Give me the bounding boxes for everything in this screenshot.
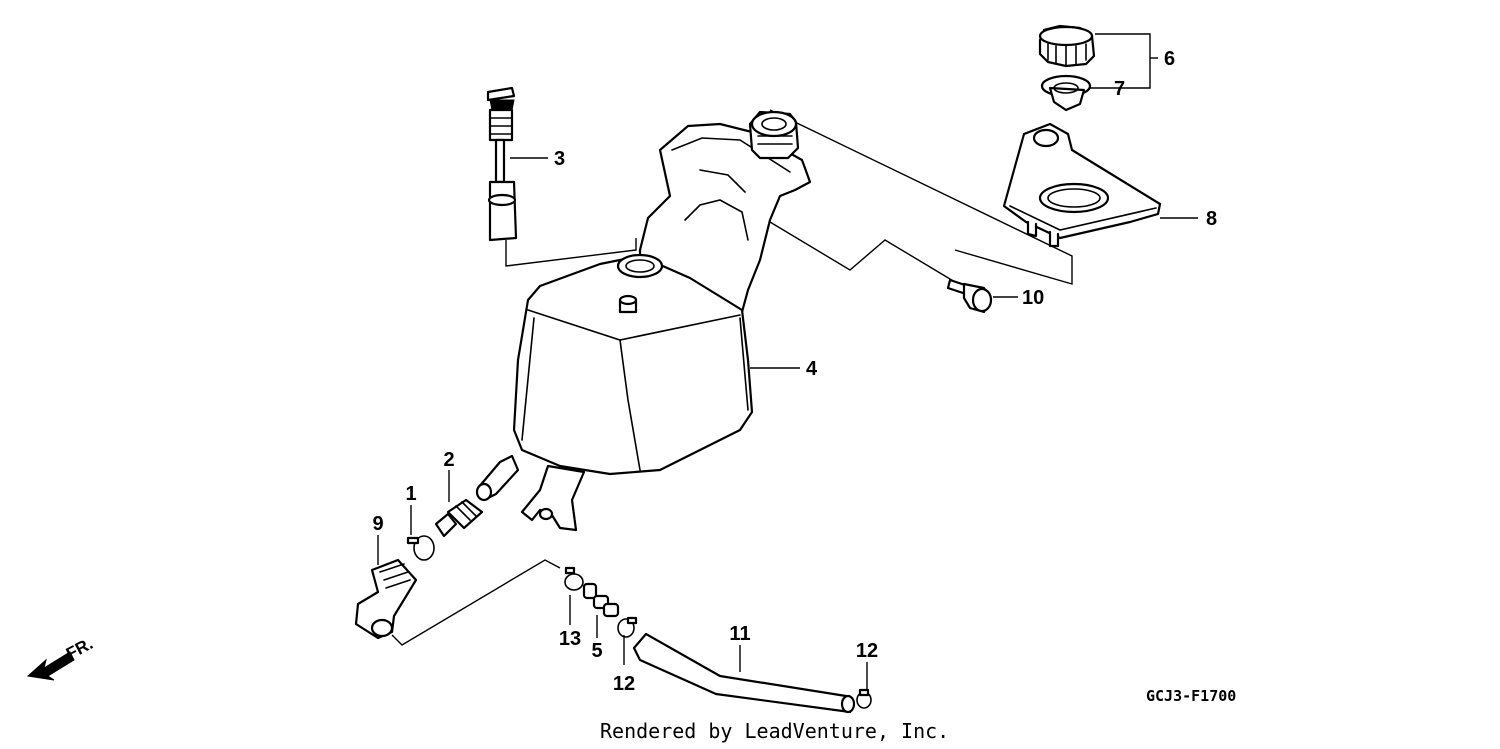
tank-cover[interactable] [1002,122,1162,248]
callout-9[interactable]: 9 [372,513,383,535]
elbow-hose[interactable] [354,558,418,640]
fuel-cap[interactable] [1038,24,1096,68]
callout-7[interactable]: 7 [1114,78,1125,100]
render-credit: Rendered by LeadVenture, Inc. [600,719,949,743]
fuel-hose[interactable] [632,632,856,714]
leader-lines [377,33,1198,690]
hose-clip-13[interactable] [564,566,584,591]
front-direction-arrow-icon [26,651,75,681]
callout-10[interactable]: 10 [1022,287,1044,309]
diagram-code: GCJ3-F1700 [1146,687,1236,705]
callout-12-upper[interactable]: 12 [613,673,635,695]
hose-clip-12-upper[interactable] [617,616,638,638]
flange-bolt[interactable] [946,278,993,314]
fuel-gauge[interactable] [486,86,518,242]
callout-3[interactable]: 3 [554,148,565,170]
callout-2[interactable]: 2 [443,449,454,471]
callout-12-lower[interactable]: 12 [856,640,878,662]
callout-1[interactable]: 1 [405,483,416,505]
callout-4[interactable]: 4 [806,358,818,380]
callout-8[interactable]: 8 [1206,208,1217,230]
hose-clip-12-lower[interactable] [856,688,872,709]
fuel-strainer[interactable] [434,498,484,538]
callout-5[interactable]: 5 [591,640,602,662]
hose-joint[interactable] [582,582,620,618]
cap-seal[interactable] [1040,74,1092,112]
hose-clip-1[interactable] [406,535,435,561]
callout-6[interactable]: 6 [1164,48,1175,70]
callout-11[interactable]: 11 [729,623,750,645]
fuel-tank[interactable] [475,110,812,532]
callout-13[interactable]: 13 [559,628,581,650]
